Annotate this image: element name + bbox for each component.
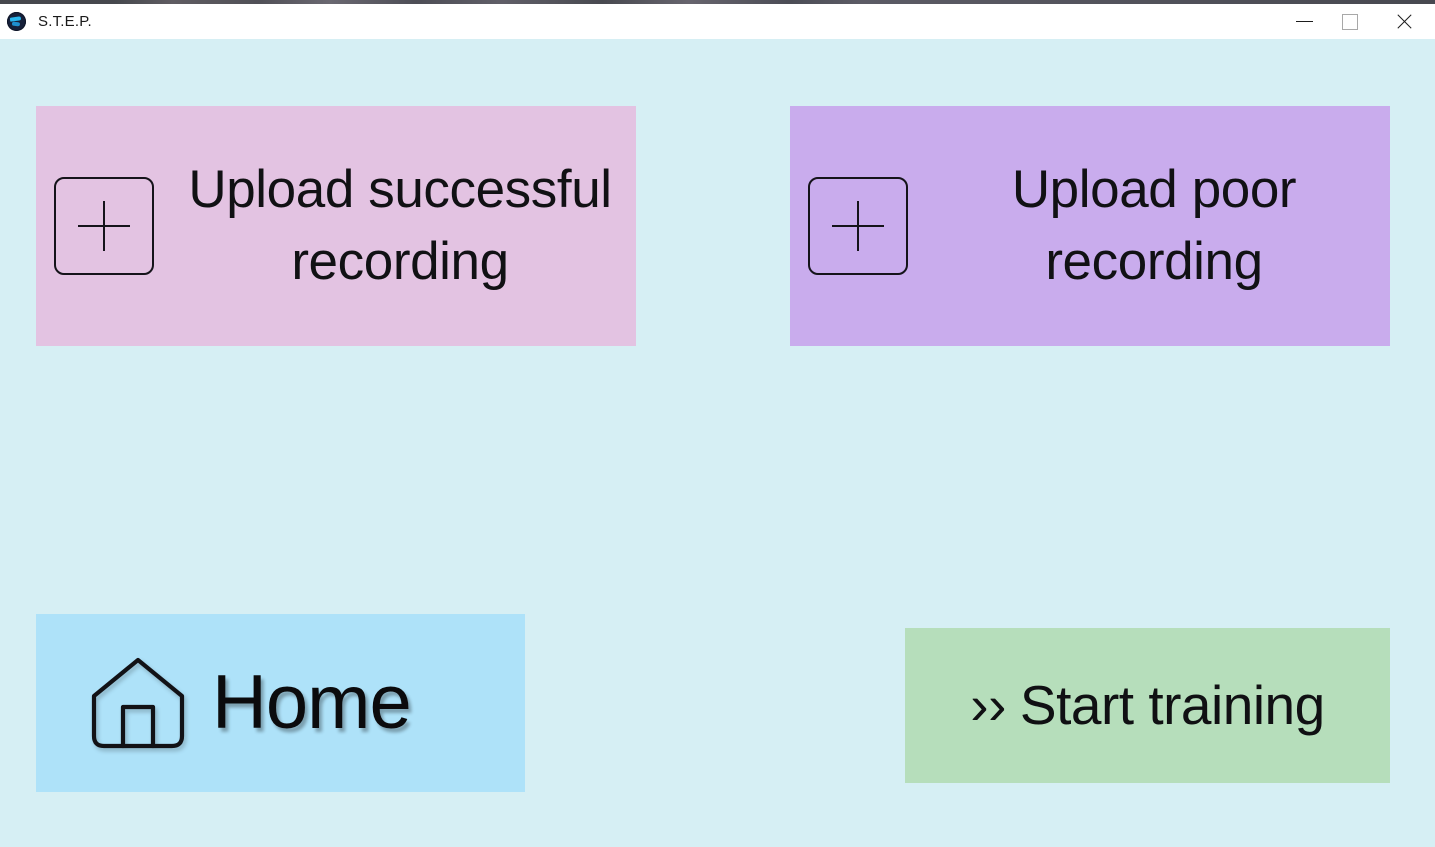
background-remnant-strip [0, 0, 1435, 4]
window-title: S.T.E.P. [38, 13, 92, 30]
upload-successful-recording-button[interactable]: Upload successful recording [36, 106, 636, 346]
upload-poor-recording-button[interactable]: Upload poor recording [790, 106, 1390, 346]
main-content: Upload successful recording Upload poor … [0, 39, 1435, 847]
maximize-icon [1342, 13, 1358, 30]
minimize-icon [1295, 21, 1313, 22]
start-training-label: ››Start training [970, 674, 1325, 736]
minimize-button[interactable] [1281, 4, 1327, 39]
plus-square-icon [808, 177, 908, 275]
start-training-button[interactable]: ››Start training [905, 628, 1390, 783]
maximize-button[interactable] [1327, 4, 1373, 39]
home-button-label: Home [212, 660, 412, 745]
double-chevron-right-icon: ›› [970, 674, 1006, 736]
home-button[interactable]: Home [36, 614, 525, 792]
close-button[interactable] [1373, 4, 1435, 39]
home-icon [91, 657, 185, 749]
window-controls [1281, 4, 1435, 39]
title-bar: S.T.E.P. [0, 4, 1435, 39]
start-training-text: Start training [1019, 674, 1325, 736]
upload-successful-recording-label: Upload successful recording [188, 159, 612, 291]
step-logo-icon [7, 12, 26, 31]
upload-poor-recording-label: Upload poor recording [1011, 159, 1297, 291]
plus-square-icon [54, 177, 154, 275]
close-icon [1395, 12, 1414, 31]
title-bar-left: S.T.E.P. [0, 12, 1281, 31]
